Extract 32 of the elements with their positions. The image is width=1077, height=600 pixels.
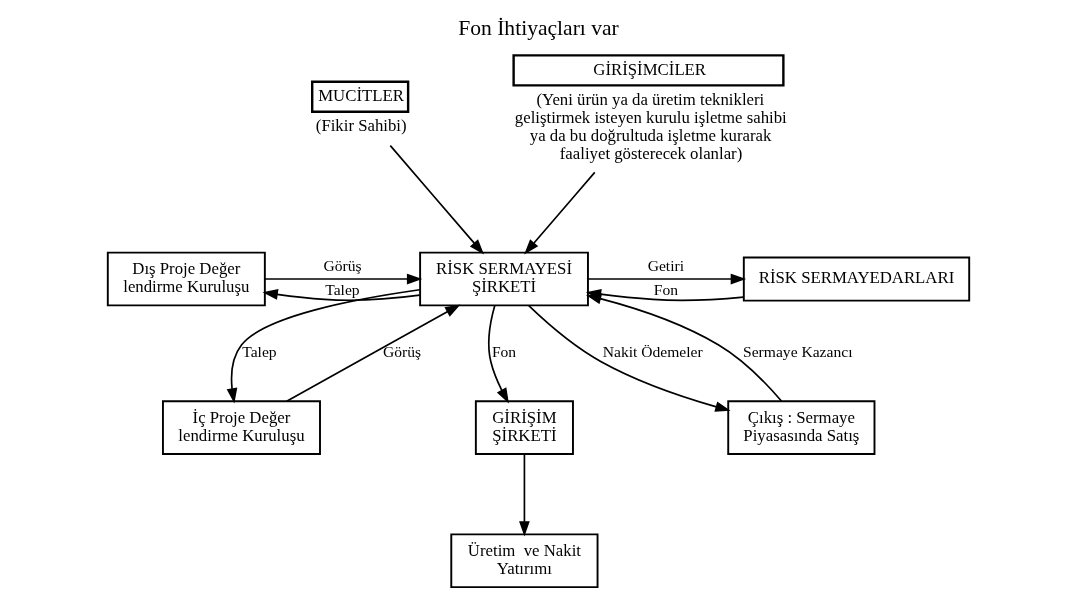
node-box: RİSK SERMAYESİ ŞİRKETİ	[419, 251, 589, 307]
node-box: MUCİTLER	[311, 80, 410, 113]
edge-label: Talep	[242, 343, 277, 361]
node-box: Dış Proje Değer lendirme Kuruluşu	[106, 251, 266, 307]
node-box: Çıkış : Sermaye Piyasasında Satış	[727, 400, 876, 455]
edge-label: Fon	[491, 343, 517, 361]
arrow	[587, 273, 747, 285]
edge-label: Talep	[325, 281, 360, 299]
edge-label: Fon	[653, 281, 679, 299]
node-box: Üretim ve Nakit Yatırımı	[450, 533, 599, 589]
node-label: (Yeni ürün ya da üretim teknikleri geliştirmek isteyen kurulu işletme sahibi ya da bu doğrultuda işletme kurarak faaliyet gösterecek olanlar)	[514, 89, 787, 163]
arrow	[226, 288, 421, 404]
edge-label: Getiri	[647, 257, 685, 275]
arrow	[524, 171, 596, 255]
node-box: GİRİŞİM ŞİRKETİ	[474, 400, 574, 455]
node-box: İç Proje Değer lendirme Kuruluşu	[162, 400, 321, 455]
arrow	[527, 304, 731, 412]
edge-label: Nakit Ödemeler	[602, 343, 703, 361]
diagram-title: Fon İhtiyaçları var	[458, 15, 619, 40]
edge-label: Görüş	[383, 343, 422, 361]
node-box: GİRİŞİMCİLER	[512, 54, 785, 87]
arrow	[264, 273, 423, 285]
arrow	[519, 453, 530, 537]
node-box: RİSK SERMAYEDARLARI	[742, 256, 971, 302]
arrow	[262, 289, 421, 302]
arrow	[585, 293, 783, 402]
arrow	[487, 304, 509, 404]
node-label: (Fikir Sahibi)	[315, 116, 407, 136]
arrow	[389, 144, 484, 255]
arrow	[285, 304, 461, 403]
edge-label: Görüş	[323, 257, 362, 275]
edge-label: Sermaye Kazancı	[743, 343, 853, 361]
